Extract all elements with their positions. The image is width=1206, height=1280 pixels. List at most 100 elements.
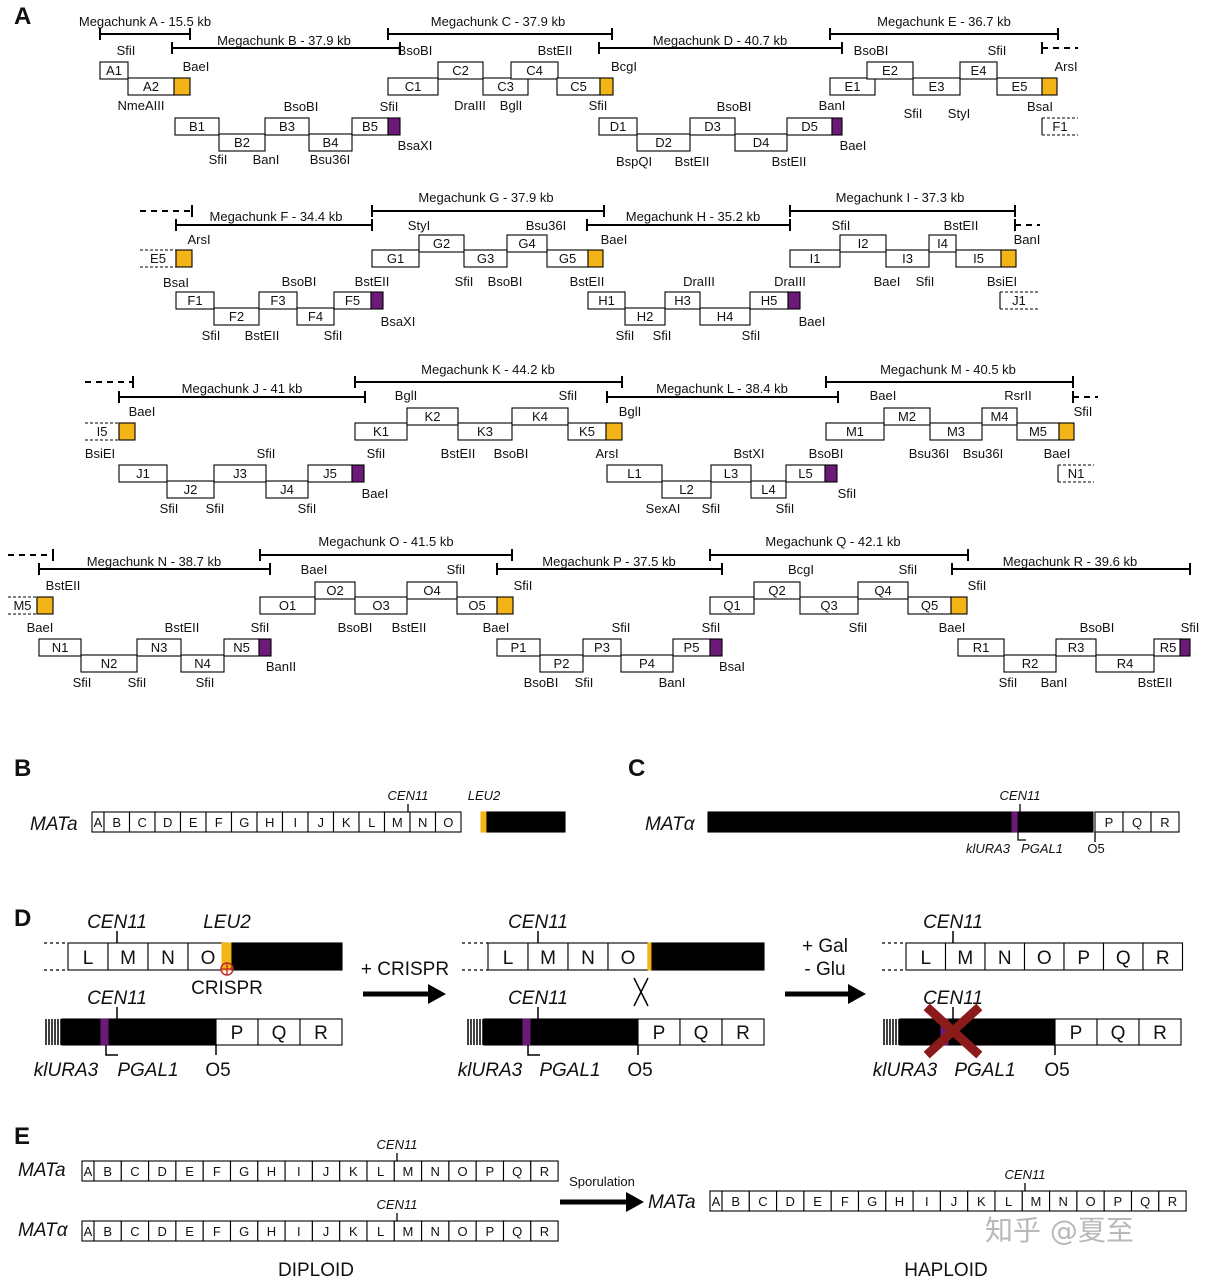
- restriction-site: BsiEI: [85, 446, 115, 461]
- segment-label: L: [83, 948, 94, 969]
- restriction-site: BaeI: [601, 232, 628, 247]
- restriction-site: SfiI: [202, 328, 221, 343]
- restriction-site: SfiI: [206, 501, 225, 516]
- chunk: D1: [598, 117, 638, 136]
- chunk-box: [857, 581, 909, 600]
- megachunk-label: Megachunk Q - 42.1 kb: [765, 534, 900, 549]
- restriction-site: BsaXI: [398, 138, 433, 153]
- cen-label: CEN11: [923, 912, 983, 933]
- chunk-label: M5: [13, 598, 31, 613]
- segment-label: O: [443, 815, 453, 830]
- chromosome-black: [899, 1018, 1056, 1046]
- chunk-box: [957, 638, 1005, 657]
- chunk: D3: [689, 117, 736, 136]
- chunk-label: G2: [433, 236, 450, 251]
- restriction-site: BaeI: [183, 59, 210, 74]
- chunk: K2: [406, 407, 459, 426]
- chunk-box: [750, 480, 787, 499]
- segment-label: M: [403, 1164, 414, 1179]
- chunk: M2: [883, 407, 931, 426]
- chunk: L2: [661, 480, 712, 499]
- restriction-site: SfiI: [616, 328, 635, 343]
- chunk-box: [689, 117, 736, 136]
- restriction-site: BglI: [395, 388, 417, 403]
- junction-label: O5: [1087, 841, 1104, 856]
- segment-label: R: [540, 1224, 549, 1239]
- yellow-marker: [599, 77, 614, 96]
- chunk-label: N5: [233, 640, 250, 655]
- chunk: F4: [296, 307, 335, 326]
- restriction-site: BglI: [619, 404, 641, 419]
- chunk-label: R5: [1160, 640, 1177, 655]
- chunk-label: R4: [1117, 656, 1134, 671]
- segment-label: D: [158, 1164, 167, 1179]
- junction-label: O5: [1044, 1060, 1069, 1081]
- restriction-site: BaeI: [840, 138, 867, 153]
- chunk: M3: [929, 422, 983, 441]
- restriction-site: BsoBI: [1080, 620, 1115, 635]
- chunk-box: [136, 638, 182, 657]
- segment-label: F: [215, 815, 223, 830]
- chunk-box: [180, 654, 225, 673]
- chunk-label: O5: [468, 598, 485, 613]
- restriction-site: SfiI: [575, 675, 594, 690]
- chunk: K1: [354, 422, 408, 441]
- chunk: O5: [456, 596, 498, 615]
- chunk: O4: [406, 581, 458, 600]
- restriction-site: BstEII: [46, 578, 81, 593]
- restriction-site: SfiI: [832, 218, 851, 233]
- chunk-label: I5: [97, 424, 108, 439]
- chunk-label: J1: [1012, 293, 1026, 308]
- chunk-label: Q5: [921, 598, 938, 613]
- segment-label: L: [920, 948, 931, 969]
- segment-box: [434, 811, 462, 833]
- restriction-site: StyI: [948, 106, 970, 121]
- restriction-site: SfiI: [702, 501, 721, 516]
- segment-box: [147, 942, 189, 971]
- chunk: M4: [981, 407, 1018, 426]
- yellow-marker: [175, 249, 193, 268]
- restriction-site: SfiI: [968, 578, 987, 593]
- restriction-site: BsoBI: [488, 274, 523, 289]
- segment-label: K: [349, 1224, 358, 1239]
- megachunk-label: Megachunk L - 38.4 kb: [656, 381, 788, 396]
- chunk: C2: [437, 61, 484, 80]
- chunk: Q3: [799, 596, 859, 615]
- segment-label: L: [368, 815, 375, 830]
- segment-box: [679, 1018, 723, 1046]
- chunk: I2: [839, 234, 887, 253]
- chunk: I1: [789, 249, 841, 268]
- segment-label: E: [185, 1224, 194, 1239]
- chunk-label: L4: [761, 482, 775, 497]
- yellow-marker: [1041, 77, 1058, 96]
- strain-label: MATα: [18, 1220, 69, 1241]
- chunk-box: [296, 307, 335, 326]
- chunk-label: L5: [798, 466, 812, 481]
- segment-label: Q: [1140, 1194, 1150, 1209]
- chunk-label: F2: [229, 309, 244, 324]
- chunk-box: [709, 596, 755, 615]
- megachunk-label: Megachunk A - 15.5 kb: [79, 14, 211, 29]
- chunk-box: [496, 638, 541, 657]
- restriction-site: BsoBI: [494, 446, 529, 461]
- chunk: G4: [506, 234, 548, 253]
- chunk: O2: [314, 581, 356, 600]
- chunk: J5: [307, 464, 353, 483]
- chunk-label: O4: [423, 583, 440, 598]
- chunk-label: E5: [1012, 79, 1028, 94]
- segment-label: O: [457, 1224, 467, 1239]
- chunk-box: [265, 480, 309, 499]
- chunk-box: [264, 117, 310, 136]
- chunk: N5: [223, 638, 260, 657]
- cen-label: CEN11: [923, 988, 983, 1009]
- chunk-label: M5: [1029, 424, 1047, 439]
- restriction-site: BstEII: [355, 274, 390, 289]
- restriction-site: BsiEI: [987, 274, 1017, 289]
- chunk-box: [437, 61, 484, 80]
- segment-label: E: [185, 1164, 194, 1179]
- yellow-marker: [118, 422, 136, 441]
- segment-label: J: [323, 1224, 330, 1239]
- chunk-box: [174, 117, 220, 136]
